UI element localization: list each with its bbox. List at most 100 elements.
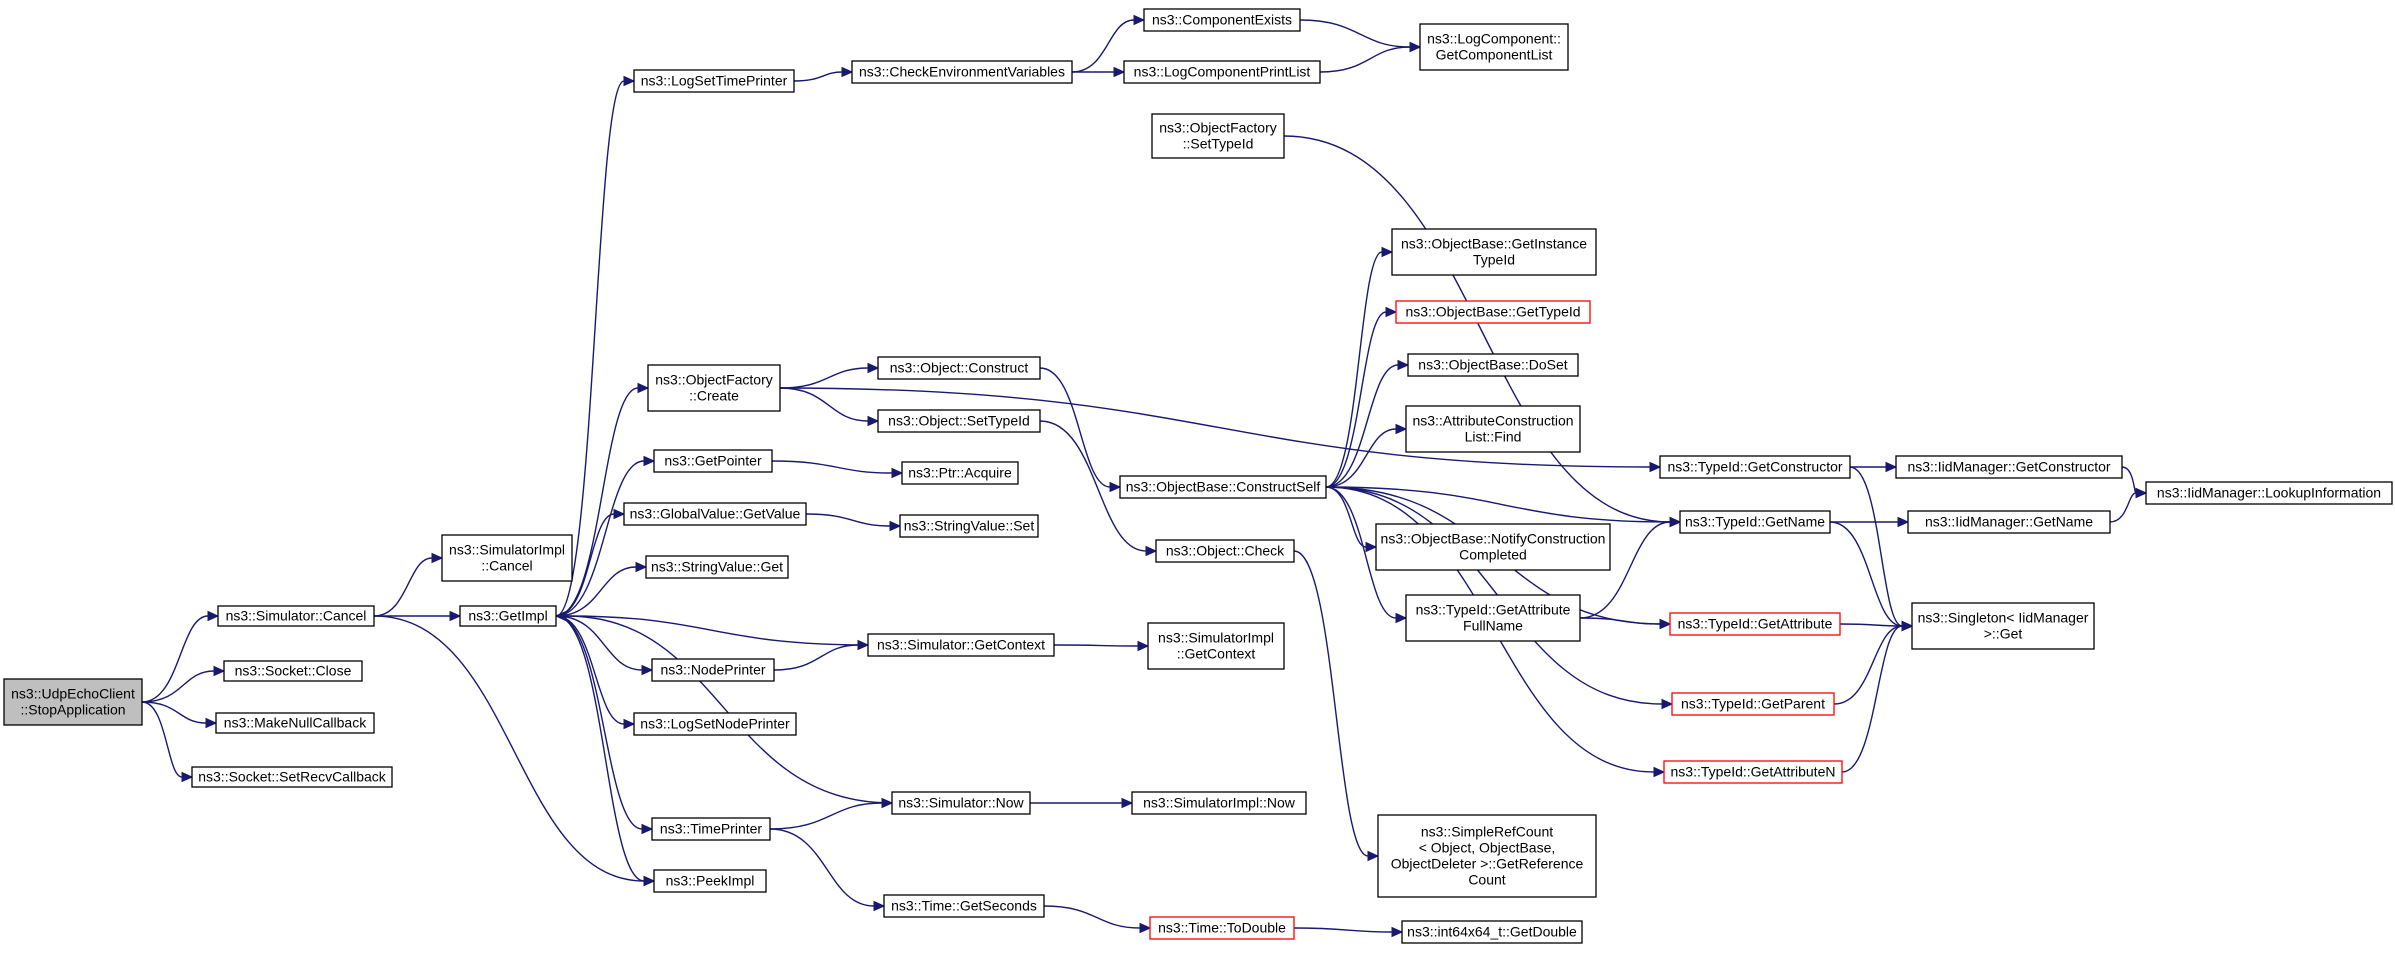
node-timeprinter[interactable]: ns3::TimePrinter xyxy=(651,817,771,841)
node-logcompprintlist[interactable]: ns3::LogComponentPrintList xyxy=(1123,60,1321,84)
node-logsettimeprinter[interactable]: ns3::LogSetTimePrinter xyxy=(633,69,795,93)
node-typeid-getparent[interactable]: ns3::TypeId::GetParent xyxy=(1671,692,1835,716)
node-object-construct[interactable]: ns3::Object::Construct xyxy=(877,356,1041,380)
node-gv-getvalue[interactable]: ns3::GlobalValue::GetValue xyxy=(623,502,807,526)
node-stringvalue-set[interactable]: ns3::StringValue::Set xyxy=(899,514,1039,538)
edge-line xyxy=(1839,623,1903,627)
arrow-head-icon xyxy=(181,771,194,783)
node-typeid-getattribute[interactable]: ns3::TypeId::GetAttribute xyxy=(1669,612,1841,636)
node-socket-close[interactable]: ns3::Socket::Close xyxy=(223,660,363,682)
edge-line xyxy=(779,387,869,422)
node-simimpl-getcontext[interactable]: ns3::SimulatorImpl::GetContext xyxy=(1147,622,1285,670)
node-ptr-acquire[interactable]: ns3::Ptr::Acquire xyxy=(901,461,1019,485)
arrow-head-icon xyxy=(1145,545,1158,557)
node-label: ns3::CheckEnvironmentVariables xyxy=(859,64,1065,80)
node-label: ns3::GlobalValue::GetValue xyxy=(630,506,801,522)
node-peekimpl[interactable]: ns3::PeekImpl xyxy=(653,869,767,893)
node-object-settypeid[interactable]: ns3::Object::SetTypeId xyxy=(877,409,1041,433)
edge-logsettimeprinter-to-checkenv xyxy=(793,66,854,82)
node-box xyxy=(1395,300,1591,324)
edge-line xyxy=(1293,550,1369,857)
edge-line xyxy=(2121,466,2137,494)
node-label: ns3::AttributeConstruction xyxy=(1412,413,1573,429)
edge-typeid-getconstructor-to-iidmgr-getconstructor xyxy=(1849,461,1898,473)
edge-line xyxy=(2109,492,2137,523)
node-make-null-cb[interactable]: ns3::MakeNullCallback xyxy=(215,712,375,734)
node-time-todouble[interactable]: ns3::Time::ToDouble xyxy=(1149,916,1295,940)
node-stringvalue-get[interactable]: ns3::StringValue::Get xyxy=(645,555,789,579)
node-label: ns3::MakeNullCallback xyxy=(224,715,367,731)
node-label: GetComponentList xyxy=(1436,47,1553,63)
node-label: ns3::Socket::SetRecvCallback xyxy=(198,769,387,785)
node-getimpl[interactable]: ns3::GetImpl xyxy=(459,605,557,627)
edge-line xyxy=(555,387,639,617)
edge-ob-constructself-to-ob-notify xyxy=(1325,486,1378,553)
node-label: ::Create xyxy=(689,388,739,404)
node-box xyxy=(215,712,375,734)
node-objfactory-create[interactable]: ns3::ObjectFactory::Create xyxy=(647,364,781,412)
node-ob-constructself[interactable]: ns3::ObjectBase::ConstructSelf xyxy=(1119,475,1327,499)
edge-ob-constructself-to-typeid-getattrfullname xyxy=(1325,486,1408,624)
edge-line xyxy=(141,615,209,703)
node-box xyxy=(1143,8,1301,32)
node-iidmgr-getconstructor[interactable]: ns3::IidManager::GetConstructor xyxy=(1895,455,2123,479)
arrow-head-icon xyxy=(207,610,220,622)
node-socket-setrecv[interactable]: ns3::Socket::SetRecvCallback xyxy=(191,766,393,788)
edge-getimpl-to-nodeprinter xyxy=(555,615,654,676)
node-object-check[interactable]: ns3::Object::Check xyxy=(1155,539,1295,563)
node-getpointer[interactable]: ns3::GetPointer xyxy=(653,449,773,473)
node-simimpl-now[interactable]: ns3::SimulatorImpl::Now xyxy=(1131,791,1307,815)
node-simplerefcount[interactable]: ns3::SimpleRefCount< Object, ObjectBase,… xyxy=(1377,814,1597,898)
node-iidmgr-getname[interactable]: ns3::IidManager::GetName xyxy=(1907,510,2111,534)
node-checkenv[interactable]: ns3::CheckEnvironmentVariables xyxy=(851,60,1073,84)
node-label: ns3::SimulatorImpl::Now xyxy=(1143,795,1296,811)
node-simimpl-cancel[interactable]: ns3::SimulatorImpl::Cancel xyxy=(441,534,573,582)
node-logsetnodeprinter[interactable]: ns3::LogSetNodePrinter xyxy=(633,712,797,736)
node-objfactory-settypeid[interactable]: ns3::ObjectFactory::SetTypeId xyxy=(1151,113,1285,159)
node-label: ns3::Simulator::Now xyxy=(898,795,1024,811)
arrow-head-icon xyxy=(873,900,886,912)
node-box xyxy=(1123,60,1321,84)
node-label: ns3::Simulator::Cancel xyxy=(226,608,367,624)
arrow-head-icon xyxy=(867,415,880,427)
node-time-getseconds[interactable]: ns3::Time::GetSeconds xyxy=(883,894,1045,918)
edge-line xyxy=(1043,905,1141,929)
node-nodeprinter[interactable]: ns3::NodePrinter xyxy=(651,658,775,682)
node-label: ns3::TypeId::GetAttribute xyxy=(1416,602,1571,618)
node-ob-doset[interactable]: ns3::ObjectBase::DoSet xyxy=(1407,353,1579,377)
node-iidmgr-lookupinfo[interactable]: ns3::IidManager::LookupInformation xyxy=(2145,481,2393,505)
node-label: ns3::TypeId::GetAttributeN xyxy=(1671,764,1836,780)
edge-line xyxy=(555,566,637,617)
edge-timeprinter-to-sim-now xyxy=(769,797,894,830)
node-typeid-getname[interactable]: ns3::TypeId::GetName xyxy=(1679,510,1831,534)
edge-line xyxy=(1039,367,1111,488)
edge-typeid-getattrfullname-to-typeid-getattribute xyxy=(1579,617,1672,630)
node-box xyxy=(1663,760,1843,784)
node-ob-gettypeid[interactable]: ns3::ObjectBase::GetTypeId xyxy=(1395,300,1591,324)
node-root[interactable]: ns3::UdpEchoClient::StopApplication xyxy=(3,678,143,726)
node-box xyxy=(623,502,807,526)
arrow-head-icon xyxy=(1367,850,1380,862)
node-box xyxy=(1377,814,1597,898)
node-sim-cancel[interactable]: ns3::Simulator::Cancel xyxy=(217,605,375,627)
node-int64-getdouble[interactable]: ns3::int64x64_t::GetDouble xyxy=(1401,920,1583,944)
node-ob-notify[interactable]: ns3::ObjectBase::NotifyConstructionCompl… xyxy=(1375,523,1611,571)
node-sim-getcontext[interactable]: ns3::Simulator::GetContext xyxy=(867,633,1055,657)
node-typeid-getconstructor[interactable]: ns3::TypeId::GetConstructor xyxy=(1659,455,1851,479)
edge-sim-getcontext-to-getimpl xyxy=(554,610,869,646)
node-box xyxy=(651,658,775,682)
arrow-head-icon xyxy=(1381,246,1394,258)
arrow-head-icon xyxy=(623,718,636,730)
node-box xyxy=(877,409,1041,433)
node-singleton-get[interactable]: ns3::Singleton< IidManager>::Get xyxy=(1911,602,2095,650)
node-sim-now[interactable]: ns3::Simulator::Now xyxy=(891,791,1031,815)
node-componentexists[interactable]: ns3::ComponentExists xyxy=(1143,8,1301,32)
node-typeid-getattributen[interactable]: ns3::TypeId::GetAttributeN xyxy=(1663,760,1843,784)
node-label: ns3::Object::SetTypeId xyxy=(888,413,1030,429)
node-logcomp-getlist[interactable]: ns3::LogComponent::GetComponentList xyxy=(1419,23,1569,71)
node-label: ns3::Object::Construct xyxy=(890,360,1029,376)
arrow-head-icon xyxy=(1409,41,1422,53)
